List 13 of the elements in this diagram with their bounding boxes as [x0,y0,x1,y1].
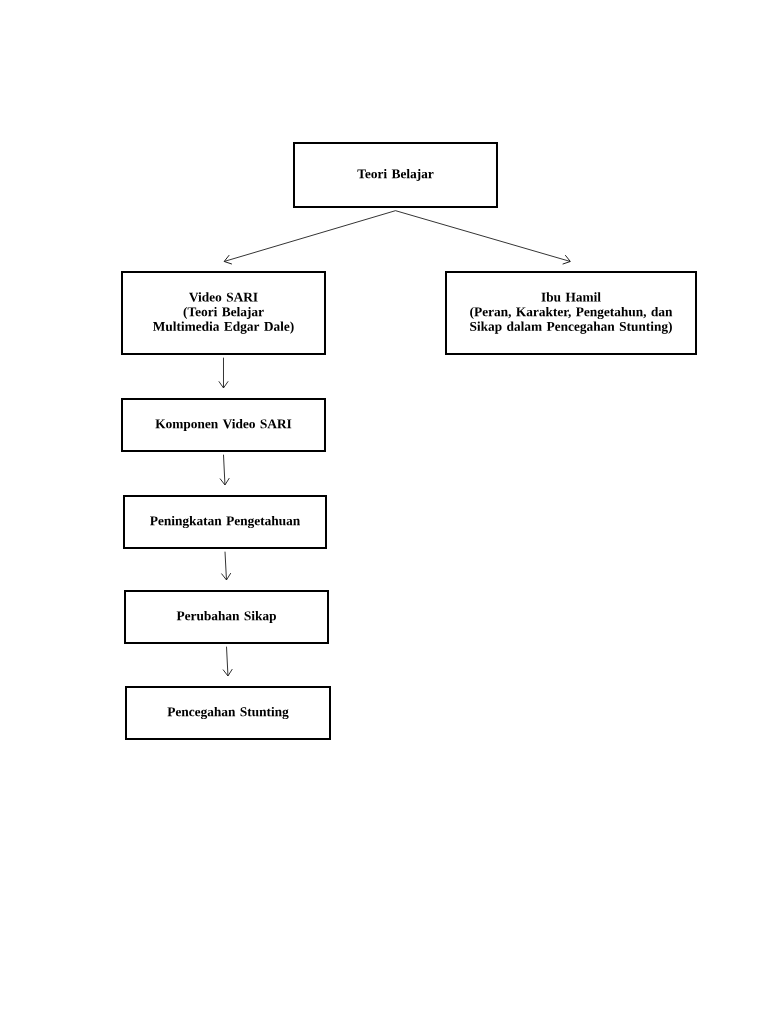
arrow [395,210,571,265]
process-box: Teori Belajar [293,142,498,208]
process-box: Peningkatan Pengetahuan [123,495,327,549]
process-box: Komponen Video SARI [121,398,326,452]
process-box: Video SARI (Teori Belajar Multimedia Edgar Dale) [121,271,326,355]
arrow [219,454,230,486]
arrow [223,210,396,265]
arrow [221,551,232,581]
process-box: Ibu Hamil (Peran, Karakter, Pengetahun, dan Sikap dalam Pencegahan Stunting) [445,271,697,355]
process-box: Perubahan Sikap [124,590,329,644]
process-box: Pencegahan Stunting [125,686,331,740]
arrow [218,357,229,389]
arrow [222,646,233,677]
